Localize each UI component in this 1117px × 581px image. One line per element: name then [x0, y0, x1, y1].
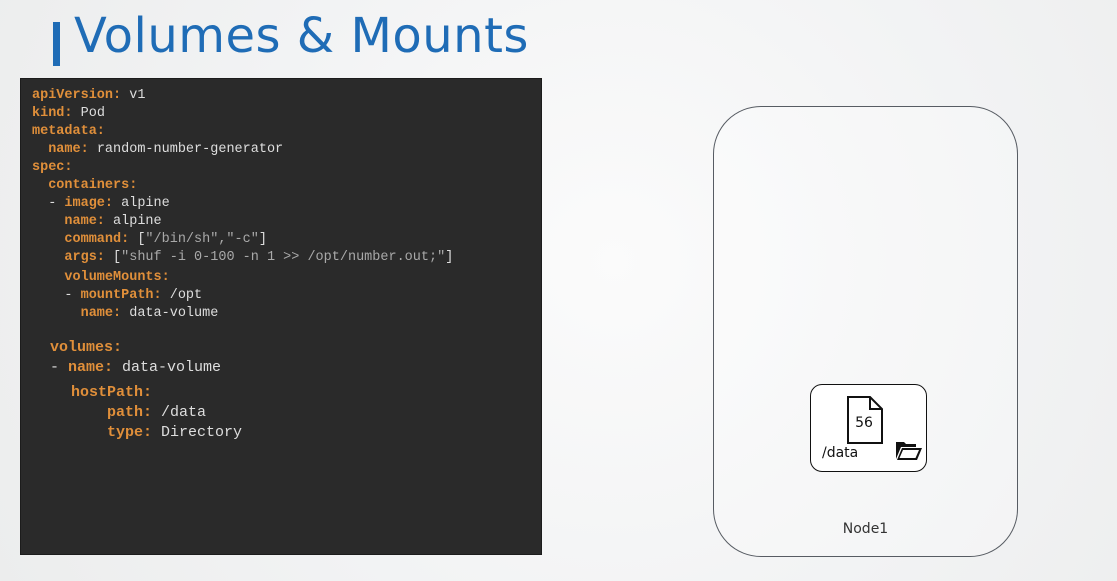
code-line-volume-mounts: volumeMounts:: [32, 269, 170, 287]
yaml-value: random-number-generator: [88, 142, 284, 157]
code-line-command: command: ["/bin/sh","-c"]: [32, 231, 267, 249]
yaml-value: data-volume: [121, 306, 219, 321]
yaml-indent: [32, 214, 64, 229]
yaml-bracket: ]: [258, 232, 267, 247]
yaml-key: containers:: [48, 178, 138, 193]
yaml-key: command:: [64, 232, 130, 247]
yaml-key: volumeMounts:: [64, 270, 170, 285]
yaml-code-panel: apiVersion: v1 kind: Pod metadata: name:…: [20, 78, 542, 555]
yaml-key: name:: [80, 306, 122, 321]
yaml-key: volumes:: [50, 339, 123, 356]
code-line-image: - image: alpine: [32, 195, 170, 213]
yaml-key: kind:: [32, 106, 73, 121]
yaml-indent: [32, 306, 81, 321]
yaml-bracket: [: [129, 232, 146, 247]
yaml-indent: [35, 424, 107, 441]
yaml-key: mountPath:: [80, 288, 162, 303]
code-line-metadata: metadata:: [32, 123, 105, 141]
yaml-indent: -: [32, 196, 65, 211]
yaml-key: metadata:: [32, 124, 105, 139]
yaml-indent: [35, 404, 107, 421]
code-line-volumes: volumes:: [32, 338, 122, 358]
yaml-value: Pod: [72, 106, 105, 121]
slide-title: Volumes & Mounts: [74, 8, 529, 64]
code-line-spec: spec:: [32, 159, 73, 177]
yaml-value: data-volume: [113, 359, 222, 376]
yaml-key: image:: [64, 196, 114, 211]
code-line-kind: kind: Pod: [32, 105, 105, 123]
host-path-box: 56 /data: [810, 384, 927, 472]
yaml-indent: [32, 250, 64, 265]
code-line-mount-name: name: data-volume: [32, 305, 219, 323]
yaml-key: path:: [107, 404, 153, 421]
code-line-path: path: /data: [35, 403, 206, 423]
yaml-indent: [32, 178, 48, 193]
yaml-string: "/bin/sh","-c": [145, 232, 259, 247]
yaml-key: name:: [48, 142, 89, 157]
document-icon: [847, 396, 883, 444]
yaml-value: alpine: [113, 196, 170, 211]
yaml-key: apiVersion:: [32, 88, 122, 103]
yaml-indent: [35, 384, 71, 401]
code-line-api-version: apiVersion: v1: [32, 87, 145, 105]
yaml-key: args:: [64, 250, 105, 265]
yaml-indent: -: [32, 359, 69, 376]
code-line-containers: containers:: [32, 177, 137, 195]
code-line-volume-name: - name: data-volume: [32, 358, 221, 378]
yaml-indent: -: [32, 288, 81, 303]
yaml-indent: [32, 270, 64, 285]
node1-box: Node1: [713, 106, 1018, 557]
host-path-label: /data: [822, 445, 859, 461]
code-line-container-name: name: alpine: [32, 213, 162, 231]
yaml-value: v1: [121, 88, 146, 103]
code-line-metadata-name: name: random-number-generator: [32, 141, 283, 159]
code-line-mount-path: - mountPath: /opt: [32, 287, 202, 305]
yaml-indent: [32, 142, 48, 157]
open-folder-icon: [896, 442, 922, 460]
yaml-string: "shuf -i 0-100 -n 1 >> /opt/number.out;": [121, 250, 446, 265]
yaml-key: hostPath:: [71, 384, 153, 401]
code-line-type: type: Directory: [35, 423, 242, 443]
file-value: 56: [855, 415, 873, 431]
yaml-key: spec:: [32, 160, 73, 175]
yaml-bracket: ]: [445, 250, 454, 265]
yaml-value: /opt: [161, 288, 203, 303]
yaml-bracket: [: [104, 250, 122, 265]
yaml-value: Directory: [152, 424, 243, 441]
code-line-args: args: ["shuf -i 0-100 -n 1 >> /opt/numbe…: [32, 249, 453, 267]
title-accent-bar: [53, 22, 60, 66]
yaml-indent: [32, 232, 64, 247]
yaml-value: /data: [152, 404, 207, 421]
yaml-key: type:: [107, 424, 153, 441]
yaml-indent: [32, 339, 50, 356]
code-line-host-path: hostPath:: [35, 383, 152, 403]
node-label: Node1: [842, 521, 889, 537]
yaml-key: name:: [64, 214, 105, 229]
yaml-key: name:: [68, 359, 114, 376]
yaml-value: alpine: [104, 214, 162, 229]
